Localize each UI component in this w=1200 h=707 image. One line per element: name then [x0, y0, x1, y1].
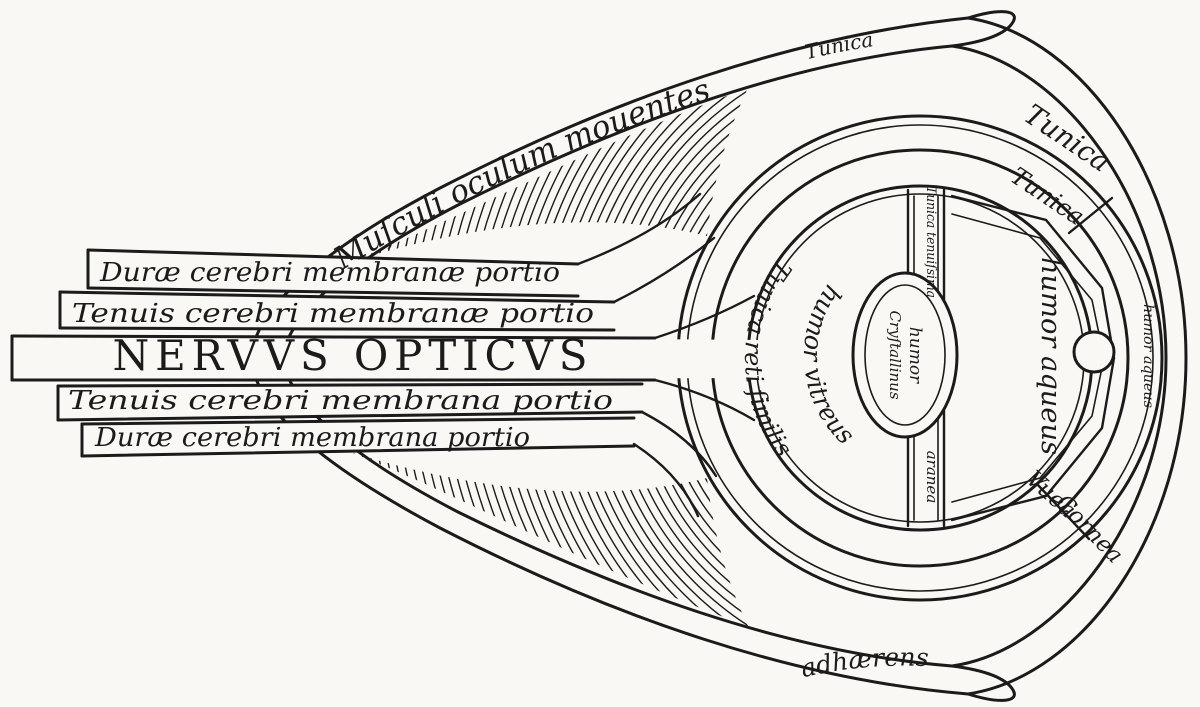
pupil-circle	[1072, 330, 1116, 374]
connector-nerve-upper	[653, 294, 756, 340]
label-band-dura-superior: Duræ cerebri membranæ portio	[99, 258, 560, 288]
label-aranea-upper: Tunica tenuiſsima	[923, 186, 938, 298]
label-band-tenuis-inferior: Tenuis cerebri membrana portio	[68, 386, 613, 416]
connector-dura-inferior	[632, 442, 700, 518]
lens-inner	[864, 284, 946, 426]
bottom-flourish	[950, 664, 1016, 702]
connector-tenuis-superior	[612, 236, 716, 304]
segment-divider-upper	[1067, 196, 1114, 235]
label-band-tenuis-superior: Tenuis cerebri membranæ portio	[72, 299, 594, 329]
label-lens-group: humor Cryſtallinus	[886, 310, 925, 399]
label-band-dura-inferior: Duræ cerebri membrana portio	[94, 423, 530, 453]
label-aranea-lower: aranea	[923, 451, 941, 504]
segment-divider-lower	[1035, 482, 1091, 541]
eye-inner-outline	[280, 44, 1168, 668]
connector-tenuis-inferior	[640, 410, 718, 478]
label-lens-line1: humor	[905, 327, 925, 384]
connector-nerve-lower	[653, 378, 756, 422]
top-flourish	[950, 10, 1016, 48]
nerve-band-opticus	[10, 334, 760, 382]
lens-outer	[851, 271, 959, 439]
connector-dura-superior	[576, 192, 702, 266]
nerve-band-dura-inferior	[80, 416, 636, 458]
label-lens-line2: Cryſtallinus	[886, 310, 904, 399]
nerve-band-tenuis-inferior	[56, 382, 644, 422]
nerve-band-tenuis-superior	[58, 290, 616, 332]
nerve-band-dura-superior	[86, 248, 580, 298]
eye-outer-outline	[250, 16, 1188, 696]
label-humor-aqueus: humor aqueus	[1035, 257, 1066, 455]
label-humor-aqueus-small: humor aqueus	[1140, 304, 1156, 408]
